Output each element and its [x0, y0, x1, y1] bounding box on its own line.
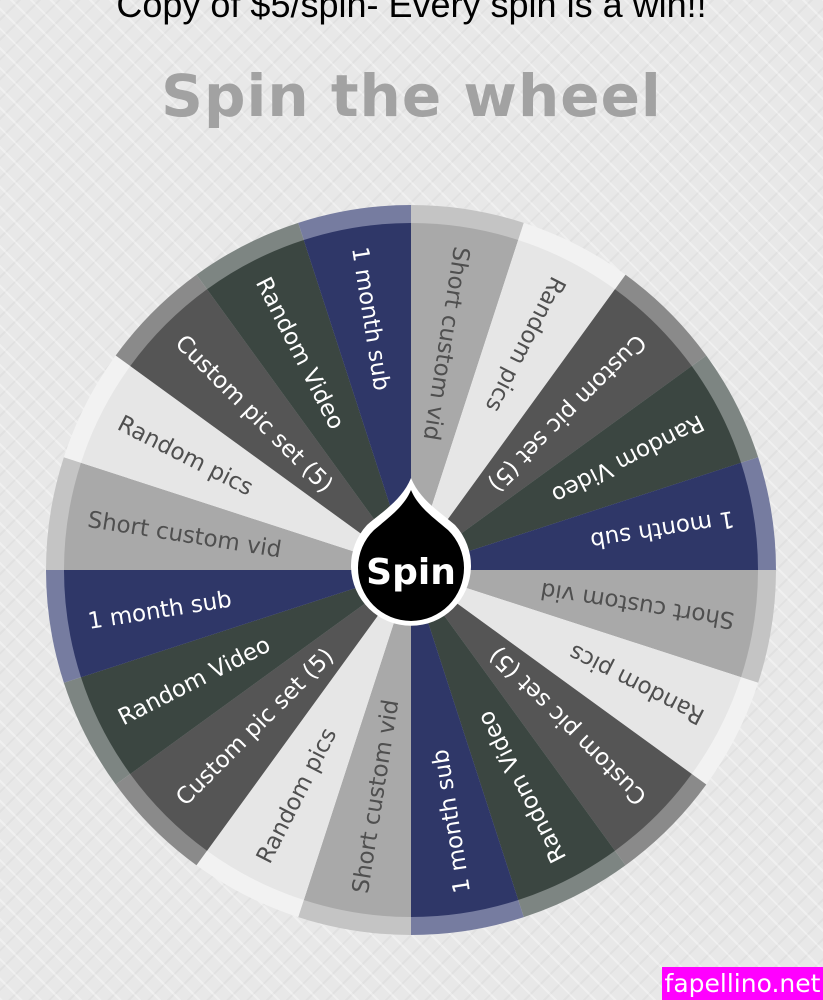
wheel-segment	[207, 239, 411, 570]
wheel-segment	[411, 289, 692, 570]
wheel-segment	[411, 223, 519, 570]
pointer-fill	[358, 490, 464, 621]
wheel-segment	[64, 462, 411, 570]
wheel-segment	[411, 570, 692, 851]
wheel-segment	[207, 570, 411, 901]
wheel-segment	[411, 239, 615, 570]
wheel-segment	[130, 289, 411, 570]
wheel-heading: Spin the wheel	[161, 62, 662, 130]
wheel-segment	[411, 570, 519, 917]
watermark: fapellino.net	[662, 967, 823, 1000]
page-title: Copy of $5/spin- Every spin is a win!!	[116, 0, 707, 25]
wheel-segment	[64, 570, 411, 678]
wheel-segment	[80, 570, 411, 774]
spin-button-label: Spin	[366, 552, 456, 593]
wheel-segment	[130, 570, 411, 851]
wheel-segment	[303, 570, 411, 917]
wheel-segment	[411, 570, 742, 774]
wheel-segment	[303, 223, 411, 570]
wheel-segment	[411, 570, 615, 901]
wheel-segment	[411, 570, 758, 678]
wheel-segment	[411, 366, 742, 570]
wheel-segment	[80, 366, 411, 570]
wheel-segment	[411, 462, 758, 570]
spin-button[interactable]: Spin	[351, 478, 471, 626]
